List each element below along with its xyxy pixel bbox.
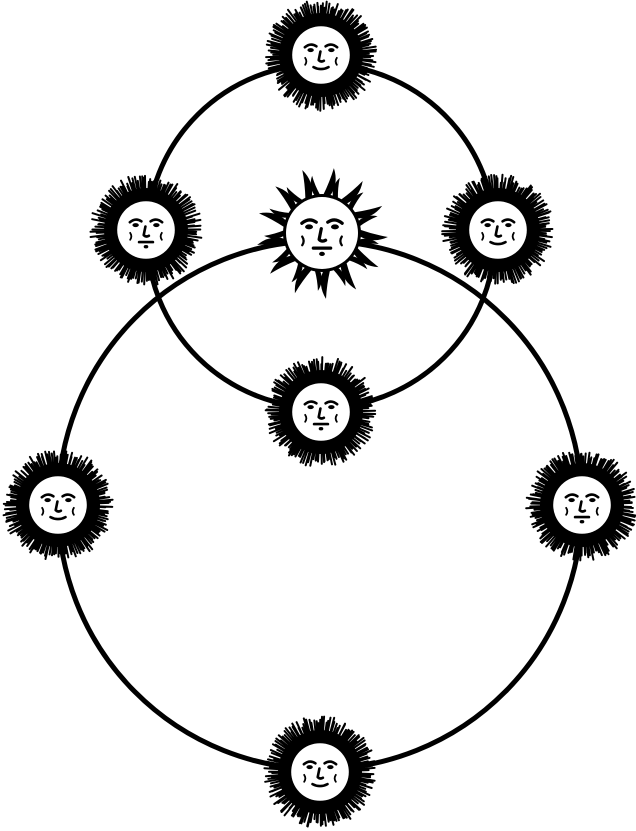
sun-icon (257, 168, 388, 299)
outer-orbit-bottom-face-icon (264, 717, 374, 827)
outer-orbit-left-face-icon (4, 451, 113, 559)
outer-orbit (58, 241, 582, 769)
outer-orbit-right-face-icon (526, 451, 636, 560)
inner-orbit-bottom-face-icon (266, 357, 376, 466)
inner-orbit-left-face-icon (91, 176, 202, 285)
inner-orbit-top-face-icon (266, 2, 376, 111)
inner-orbit-right-face-icon (442, 175, 552, 284)
